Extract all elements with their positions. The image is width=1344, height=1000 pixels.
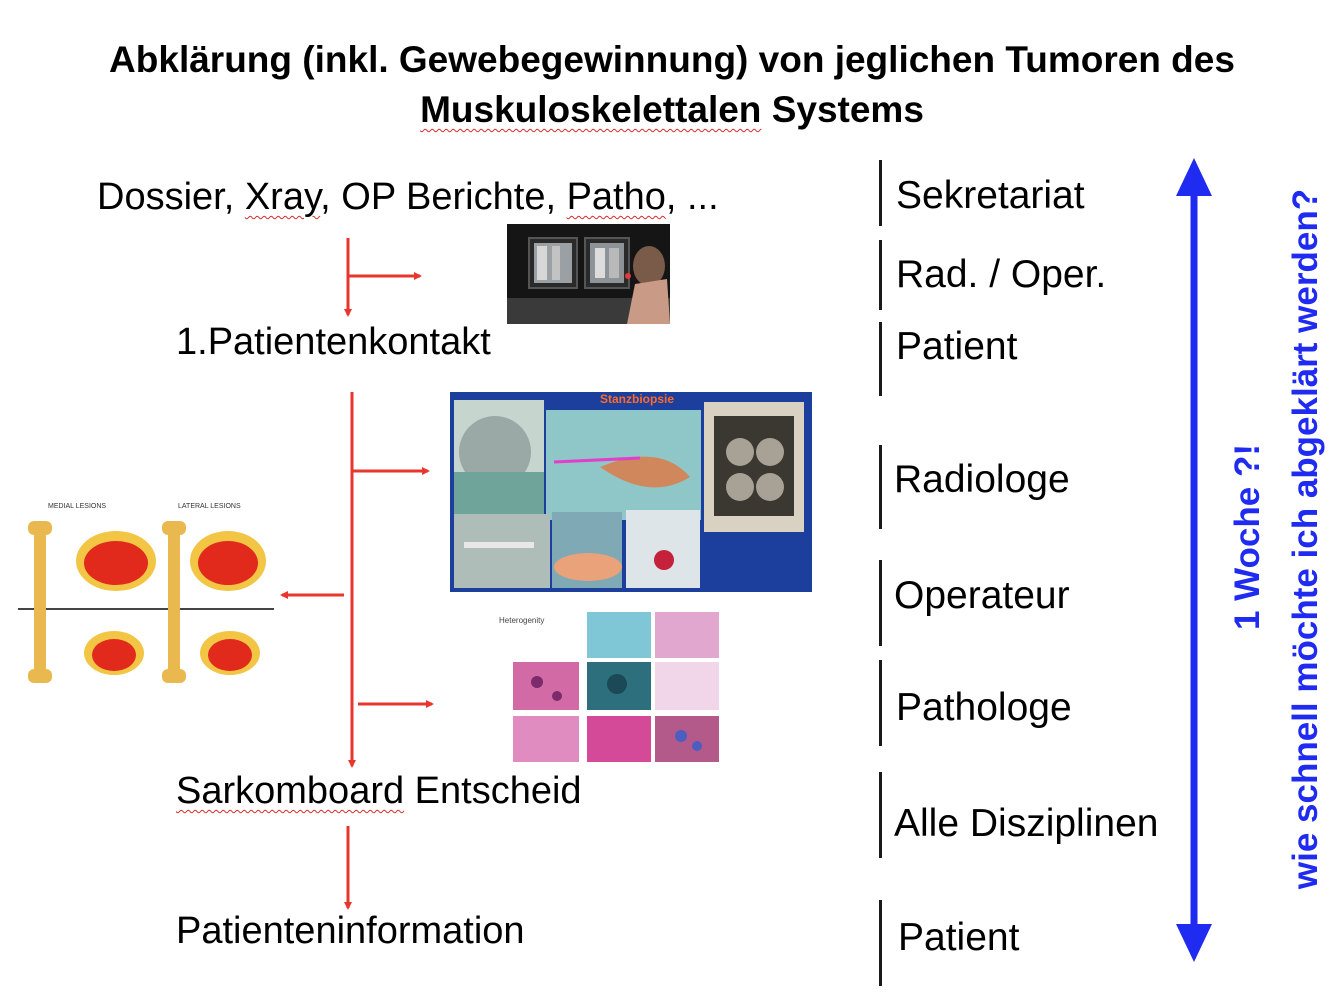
role-bar-4 [879, 445, 882, 529]
dossier-text-1: Dossier, [97, 176, 245, 218]
role-bar-6 [879, 660, 882, 746]
flow-step-dossier: Dossier, Xray, OP Berichte, Patho, ... [97, 176, 719, 219]
anatomy-medial-label: MEDIAL LESIONS [48, 503, 107, 510]
stanzbiopsie-image: Stanzbiopsie [450, 392, 812, 592]
page-title: Abklärung (inkl. Gewebegewinnung) von je… [0, 35, 1344, 135]
flow-step-sarkomboard: Sarkomboard Entscheid [176, 770, 582, 813]
role-bar-8 [879, 900, 882, 986]
role-patient-2: Patient [898, 916, 1020, 959]
timeline-arrowhead-down [1176, 924, 1212, 962]
timeline-text-woche: 1 Woche ?! [1228, 443, 1267, 631]
histology-label: Heterogenity [499, 616, 545, 625]
histology-image: Heterogenity [497, 610, 721, 764]
timeline-text-question: wie schnell möchte ich abgeklärt werden? [1286, 188, 1325, 890]
role-radiologe: Radiologe [894, 458, 1070, 501]
title-line-2: Muskuloskelettalen Systems [0, 85, 1344, 135]
role-bar-2 [879, 240, 882, 310]
role-rad-oper: Rad. / Oper. [896, 253, 1107, 296]
flow-step-patienteninformation: Patienteninformation [176, 910, 525, 952]
sarkomboard-word: Sarkomboard [176, 770, 405, 812]
role-operateur: Operateur [894, 574, 1070, 617]
dossier-text-xray: Xray [244, 176, 321, 218]
role-pathologe: Pathologe [896, 686, 1072, 729]
anatomy-lesions-image: MEDIAL LESIONS LATERAL LESIONS [18, 497, 274, 685]
title-word-muskuloskelettalen: Muskuloskelettalen [420, 89, 762, 130]
radiology-workstation-image [507, 224, 670, 324]
role-bar-3 [879, 322, 882, 396]
dossier-text-2: , OP Berichte, [320, 176, 567, 218]
role-alle-disziplinen: Alle Disziplinen [894, 802, 1159, 845]
flow-step-patientenkontakt: 1.Patientenkontakt [176, 321, 491, 363]
anatomy-lateral-label: LATERAL LESIONS [178, 503, 241, 510]
timeline-arrowhead-up [1176, 158, 1212, 196]
role-bar-1 [879, 160, 882, 226]
role-bar-7 [879, 772, 882, 858]
entscheid-word: Entscheid [404, 770, 582, 812]
dossier-text-patho: Patho [566, 176, 666, 218]
role-sekretariat: Sekretariat [896, 174, 1085, 217]
role-bar-5 [879, 560, 882, 646]
title-line-1: Abklärung (inkl. Gewebegewinnung) von je… [109, 39, 1235, 80]
stanzbiopsie-label: Stanzbiopsie [600, 392, 675, 406]
title-word-systems: Systems [761, 89, 924, 130]
dossier-text-3: , ... [665, 176, 719, 218]
role-patient-1: Patient [896, 325, 1018, 368]
